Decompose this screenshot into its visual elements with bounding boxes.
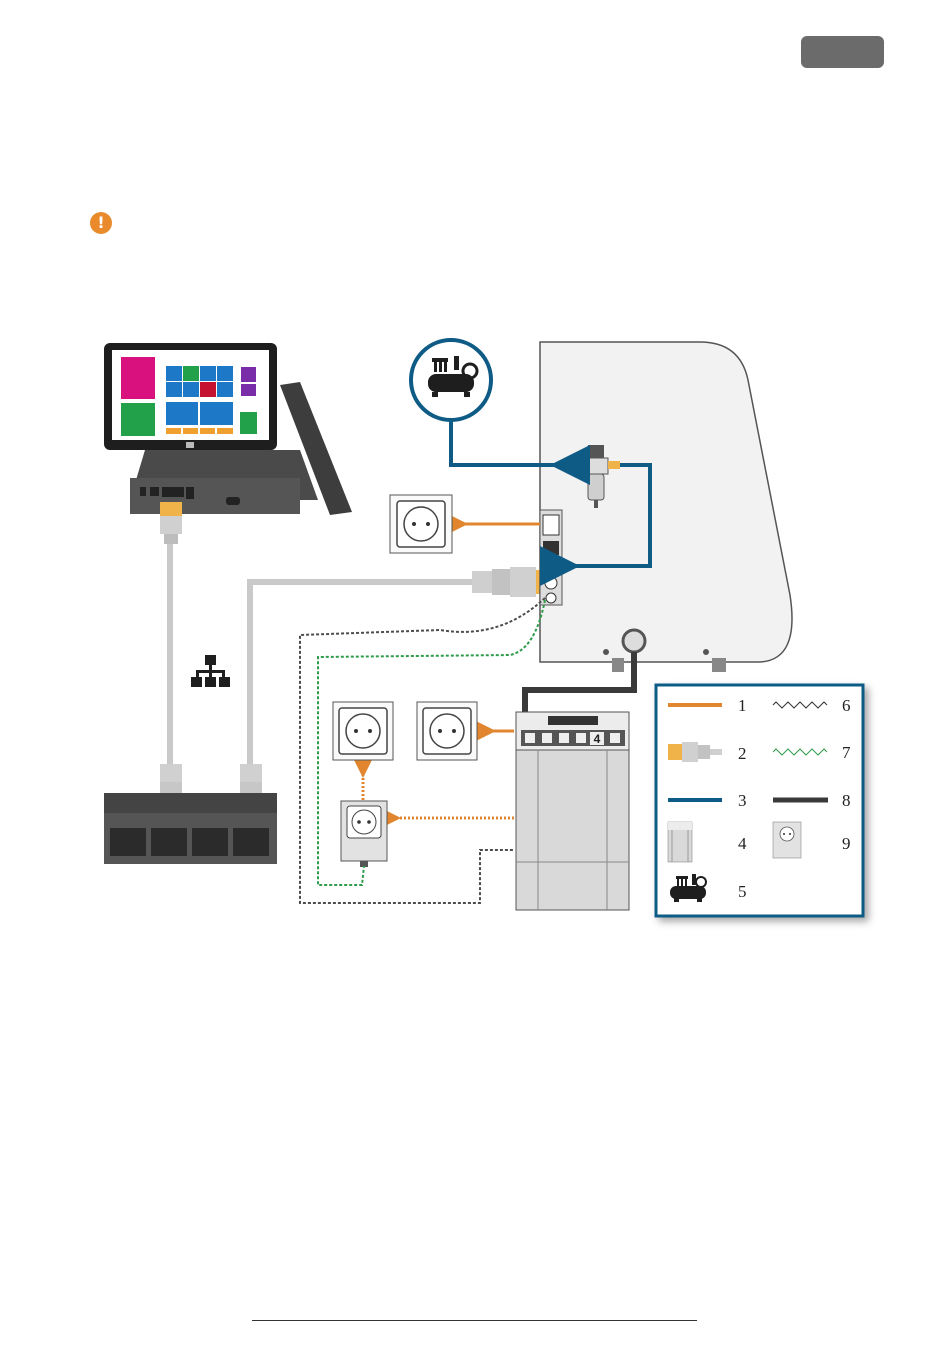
legend-number-2: 2 — [738, 744, 747, 763]
vacuum-unit: 4 — [516, 712, 629, 910]
legend-number-5: 5 — [738, 882, 747, 901]
milling-machine — [540, 342, 792, 672]
wall-socket-right — [417, 702, 477, 760]
tablet-with-dock — [104, 343, 352, 515]
legend-number-8: 8 — [842, 791, 851, 810]
legend-number-4: 4 — [738, 834, 747, 853]
legend-number-9: 9 — [842, 834, 851, 853]
legend-box: 1 6 2 7 3 8 4 9 — [656, 685, 863, 916]
wall-socket-top — [390, 495, 452, 553]
legend-number-3: 3 — [738, 791, 747, 810]
legend-switch-socket-swatch — [773, 822, 801, 858]
wall-socket-left — [333, 702, 393, 760]
legend-number-6: 6 — [842, 696, 851, 715]
vacuum-display-digit: 4 — [594, 732, 601, 746]
power-switch-socket — [341, 801, 387, 867]
legend-vacuum-unit-swatch — [668, 822, 692, 862]
legend-number-7: 7 — [842, 743, 851, 762]
legend-number-1: 1 — [738, 696, 747, 715]
footer-rule — [252, 1320, 697, 1321]
network-topology-icon — [191, 655, 230, 687]
power-cables — [462, 524, 540, 731]
network-switch — [104, 793, 277, 864]
compressor-icon — [411, 340, 491, 420]
